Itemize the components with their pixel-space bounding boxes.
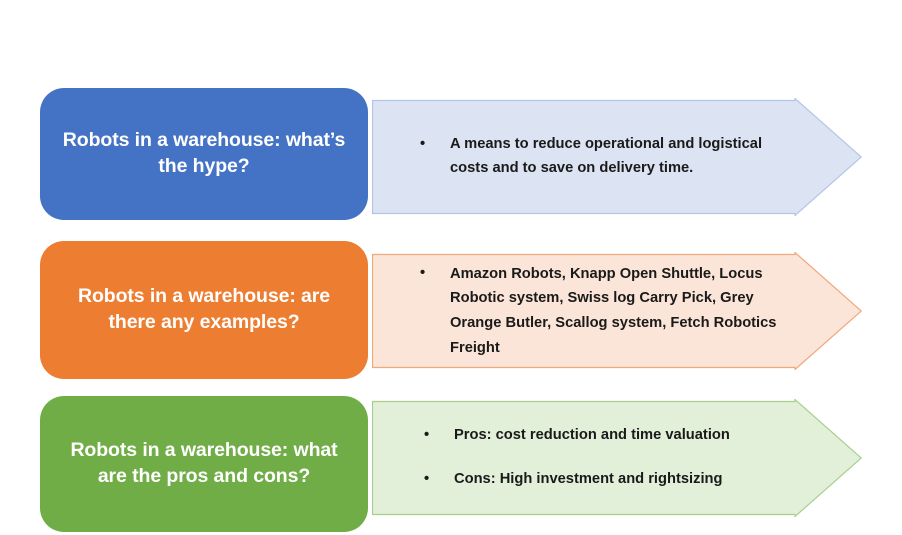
list-item: • Pros: cost reduction and time valuatio… (416, 424, 782, 448)
row-3-bullet-2-text: Cons: High investment and rightsizing (454, 471, 723, 487)
row-3-bullet-list: • Pros: cost reduction and time valuatio… (416, 424, 782, 491)
list-item: • Amazon Robots, Knapp Open Shuttle, Loc… (412, 262, 782, 361)
list-item: • A means to reduce operational and logi… (412, 133, 782, 180)
row-2-bullet-1-text: Amazon Robots, Knapp Open Shuttle, Locus… (450, 265, 777, 356)
row-3-arrow-shape (372, 399, 862, 517)
bullet-icon: • (420, 136, 426, 153)
row-2-label-box[interactable]: Robots in a warehouse: are there any exa… (40, 241, 368, 379)
row-3-bullet-1-text: Pros: cost reduction and time valuation (454, 427, 730, 444)
bullet-icon: • (424, 471, 430, 487)
row-2-arrow-content: • Amazon Robots, Knapp Open Shuttle, Loc… (372, 252, 792, 370)
row-1-bullet-list: • A means to reduce operational and logi… (412, 133, 782, 180)
row-2-arrow-shape (372, 252, 862, 370)
bullet-icon: • (420, 264, 426, 281)
row-2-arrow-banner[interactable]: • Amazon Robots, Knapp Open Shuttle, Loc… (372, 252, 862, 370)
list-item: • Cons: High investment and rightsizing (416, 468, 782, 492)
row-1-label-text: Robots in a warehouse: what’s the hype? (62, 129, 346, 177)
row-1-bullet-1-text: A means to reduce operational and logist… (450, 136, 763, 176)
row-1-arrow-banner[interactable]: • A means to reduce operational and logi… (372, 98, 862, 216)
row-1-arrow-shape (372, 98, 862, 216)
diagram-row-2: Robots in a warehouse: are there any exa… (0, 0, 902, 379)
row-3-arrow-content: • Pros: cost reduction and time valuatio… (372, 399, 792, 517)
row-1-label-box[interactable]: Robots in a warehouse: what’s the hype? (40, 88, 368, 220)
diagram-row-1: Robots in a warehouse: what’s the hype? … (0, 0, 902, 232)
bullet-icon: • (424, 427, 430, 444)
row-2-bullet-list: • Amazon Robots, Knapp Open Shuttle, Loc… (412, 262, 782, 361)
row-3-arrow-banner[interactable]: • Pros: cost reduction and time valuatio… (372, 399, 862, 517)
row-3-label-box[interactable]: Robots in a warehouse: what are the pros… (40, 396, 368, 532)
row-3-label-text: Robots in a warehouse: what are the pros… (70, 439, 338, 487)
row-1-arrow-content: • A means to reduce operational and logi… (372, 98, 792, 216)
row-2-label-text: Robots in a warehouse: are there any exa… (77, 285, 331, 333)
